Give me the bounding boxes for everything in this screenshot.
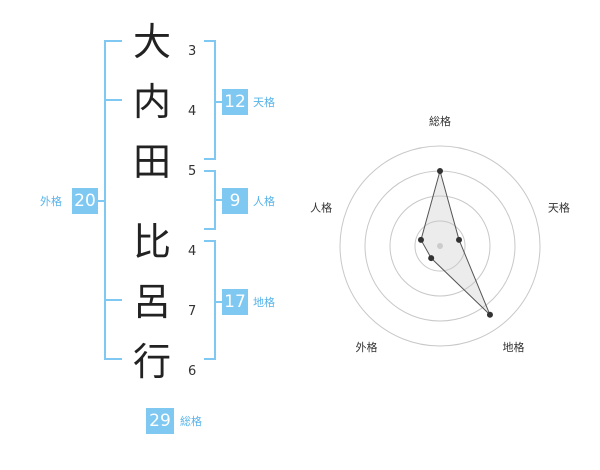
stroke-count-6: 6: [188, 364, 197, 379]
chikaku-label: 地格: [253, 296, 275, 309]
tenkaku-connector: [214, 101, 222, 103]
radar-axis-label-4: 外格: [356, 340, 378, 354]
stroke-count-5: 7: [188, 304, 197, 319]
gaikaku-value-badge: 20: [72, 188, 98, 214]
gaikaku-tick-lower: [104, 299, 122, 301]
name-char-1: 大: [132, 20, 171, 64]
radar-ring-1: [414, 220, 466, 272]
stroke-count-3: 5: [188, 164, 197, 179]
radar-polygon: [420, 169, 491, 316]
tenkaku-value-badge: 12: [222, 89, 248, 115]
gaikaku-connector: [98, 200, 106, 202]
soukaku-value-badge: 29: [146, 408, 174, 434]
jinkaku-connector: [214, 199, 222, 201]
radar-center-dot: [437, 243, 443, 249]
radar-ring-2: [389, 195, 491, 297]
soukaku-label: 総格: [180, 415, 202, 428]
tenkaku-bracket: [204, 40, 216, 160]
stroke-count-2: 4: [188, 104, 197, 119]
stroke-count-1: 3: [188, 44, 197, 59]
jinkaku-value-badge: 9: [222, 188, 248, 214]
stroke-count-4: 4: [188, 244, 197, 259]
tenkaku-label: 天格: [253, 96, 275, 109]
radar-axis-label-1: 総格: [429, 114, 451, 128]
radar-point-2: [456, 236, 463, 243]
radar-axis-label-5: 人格: [310, 200, 332, 214]
jinkaku-label: 人格: [253, 195, 275, 208]
chikaku-bracket: [204, 240, 216, 360]
name-char-5: 呂: [132, 280, 171, 324]
radar-axis-label-3: 地格: [502, 340, 524, 354]
radar-point-4: [428, 255, 435, 262]
radar-axis-label-2: 天格: [548, 200, 570, 214]
gaikaku-label: 外格: [40, 195, 62, 208]
chikaku-value-badge: 17: [222, 289, 248, 315]
name-char-3: 田: [132, 140, 171, 184]
name-char-6: 行: [132, 340, 171, 384]
name-char-2: 内: [132, 80, 171, 124]
name-char-4: 比: [132, 220, 171, 264]
chikaku-connector: [214, 301, 222, 303]
gaikaku-tick-upper: [104, 99, 122, 101]
radar-point-5: [417, 236, 424, 243]
radar-ring-4: [339, 145, 541, 347]
radar-point-1: [437, 168, 443, 174]
radar-point-3: [486, 311, 493, 318]
